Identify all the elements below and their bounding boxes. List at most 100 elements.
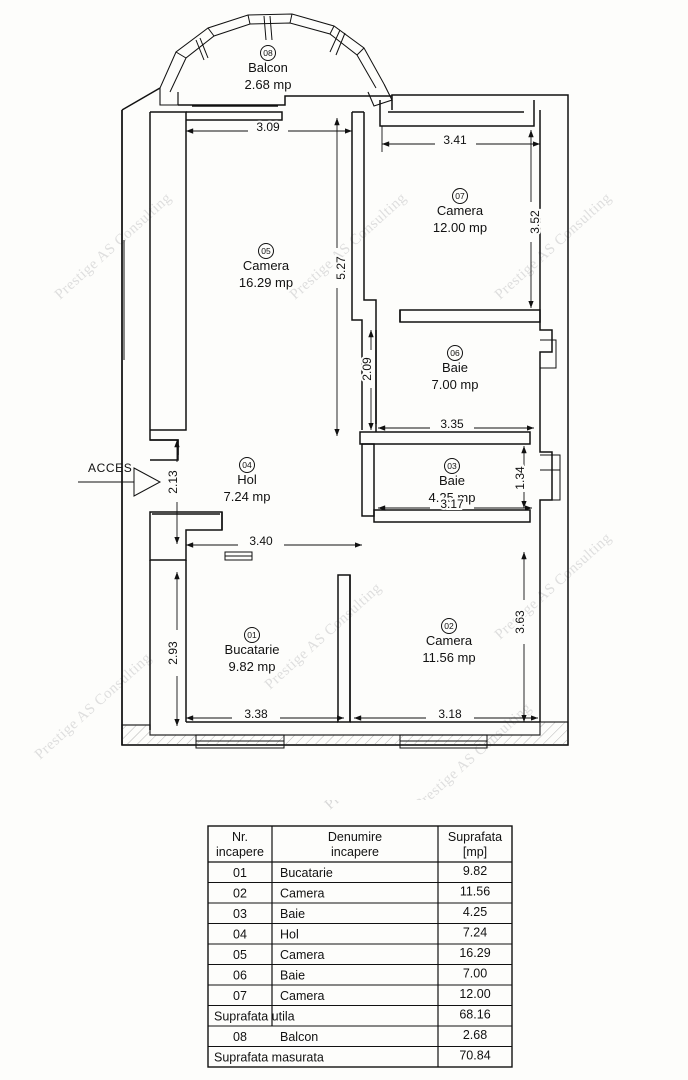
exterior-walls [121, 87, 569, 746]
watermark: Prestige AS Consulting [412, 700, 535, 800]
dimension-value-halo: 5.27 [334, 256, 348, 280]
room-number: 08 [263, 48, 273, 58]
dimension-value-halo: 3.63 [513, 610, 527, 634]
table-cell-area: 7.24 [463, 926, 487, 940]
room-area: 9.82 mp [229, 659, 276, 674]
watermark: Prestige AS Consulting [287, 190, 410, 303]
balcony-structure [159, 13, 393, 107]
watermark: Prestige AS Consulting [32, 650, 155, 763]
dimension-value-halo: 1.34 [513, 466, 527, 490]
dimension-value: 2.93 [166, 641, 180, 665]
room-name: Camera [426, 633, 473, 648]
dimension-value: 3.09 [256, 120, 280, 134]
room-name: Hol [237, 472, 257, 487]
table-cell-nr: 01 [233, 866, 247, 880]
table-total-label: Suprafata masurata [214, 1051, 324, 1065]
dimension-value-halo: 3.35 [440, 417, 464, 431]
table-cell-nr: 05 [233, 948, 247, 962]
table-cell-name: Camera [280, 989, 325, 1003]
room-number-badge [244, 627, 260, 643]
table-cell-nr: 03 [233, 907, 247, 921]
dimension-value: 3.35 [440, 417, 464, 431]
table-cell-nr: 02 [233, 887, 247, 901]
dimension-value-halo: 3.18 [438, 707, 462, 721]
table-cell-nr: 06 [233, 969, 247, 983]
dimension-value: 2.09 [360, 357, 374, 381]
table-header-cell: [mp] [463, 845, 487, 859]
access-arrow-group: ACCES [78, 461, 162, 497]
table-total-label: Suprafata utila [214, 1010, 295, 1024]
table-cell-nr: 08 [233, 1030, 247, 1044]
access-label: ACCES [88, 461, 132, 475]
watermark-group: Prestige AS Consulting Prestige AS Consu… [32, 190, 615, 800]
room-area: 2.68 mp [245, 77, 292, 92]
table-cell-area: 4.25 [463, 905, 487, 919]
dimension-value-halo: 3.09 [256, 120, 280, 134]
dimension-lines [174, 118, 541, 726]
watermark: Prestige AS Consulting [492, 190, 615, 303]
room-number-badge [444, 458, 460, 474]
dimension-labels: 3.093.093.413.413.523.525.275.272.092.09… [164, 118, 544, 723]
room-number: 01 [247, 630, 257, 640]
area-table-svg: Prestige AS ConsultingNr.incapereDenumir… [207, 800, 513, 1068]
dimension-value: 1.34 [513, 466, 527, 490]
room-area: 4.25 mp [429, 490, 476, 505]
dimension-value-halo: 2.13 [166, 470, 180, 494]
watermark: Prestige AS Consulting [52, 190, 175, 303]
table-cell-area: 9.82 [463, 864, 487, 878]
table-cell-name: Camera [280, 887, 325, 901]
table-cell-area: 68.16 [459, 1008, 490, 1022]
room-number: 07 [455, 191, 465, 201]
table-cell-name: Camera [280, 948, 325, 962]
room-number-badge [239, 457, 255, 473]
table-cell-area: 12.00 [459, 987, 490, 1001]
dimension-value-halo: 3.52 [528, 210, 542, 234]
room-name: Baie [439, 473, 465, 488]
table-cell-name: Baie [280, 907, 305, 921]
table-header-cell: incapere [331, 845, 379, 859]
room-name: Camera [243, 258, 290, 273]
room-area: 7.24 mp [224, 489, 271, 504]
watermark: Prestige AS Consulting [492, 530, 615, 643]
dimension-value-halo: 2.09 [360, 357, 374, 381]
table-header-cell: Suprafata [448, 830, 502, 844]
room-area: 12.00 mp [433, 220, 487, 235]
dimension-value: 3.41 [443, 133, 467, 147]
plan-svg: Prestige AS Consulting Prestige AS Consu… [32, 13, 615, 800]
watermark: Prestige AS Consulting [322, 800, 445, 813]
dimension-value: 3.40 [249, 534, 273, 548]
dimension-value: 3.18 [438, 707, 462, 721]
room-name: Camera [437, 203, 484, 218]
area-table: Prestige AS ConsultingNr.incapereDenumir… [0, 800, 688, 1080]
dimension-value: 3.17 [440, 497, 464, 511]
room-name: Balcon [248, 60, 288, 75]
room-number-badge [447, 345, 463, 361]
dimension-value: 3.52 [528, 210, 542, 234]
dimension-value: 5.27 [334, 256, 348, 280]
room-area: 16.29 mp [239, 275, 293, 290]
table-cell-area: 70.84 [459, 1049, 490, 1063]
room-name: Bucatarie [225, 642, 280, 657]
floor-plan-drawing: Prestige AS Consulting Prestige AS Consu… [32, 13, 615, 800]
watermark: Prestige AS Consulting [262, 580, 385, 693]
table-cell-name: Baie [280, 969, 305, 983]
room-number: 04 [242, 460, 252, 470]
room-area: 11.56 mp [422, 650, 475, 665]
table-cell-area: 2.68 [463, 1028, 487, 1042]
table-render: Prestige AS ConsultingNr.incapereDenumir… [207, 800, 513, 1068]
windows [123, 240, 488, 749]
table-cell-area: 16.29 [459, 946, 490, 960]
room-number: 05 [261, 246, 271, 256]
table-cell-area: 7.00 [463, 967, 487, 981]
room-area: 7.00 mp [432, 377, 479, 392]
dimension-value: 2.13 [166, 470, 180, 494]
